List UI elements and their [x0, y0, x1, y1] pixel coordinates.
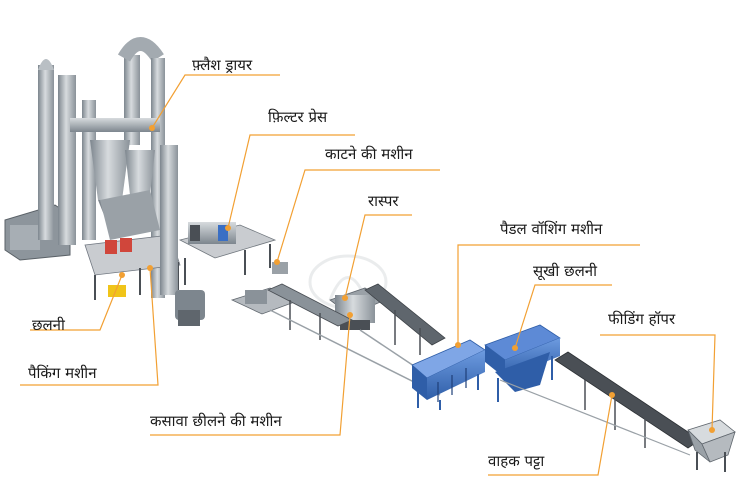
leader-rasper [344, 214, 412, 299]
leader-sieve [30, 274, 123, 331]
label-feeding-hopper: फीडिंग हॉपर [608, 310, 676, 328]
leader-paddle-washing [457, 244, 640, 345]
label-cassava-peeling-machine: कसावा छीलने की मशीन [150, 412, 282, 430]
dry-sieve-illustration [484, 324, 561, 402]
leader-cassava-peeling [150, 314, 351, 436]
leader-cutting-machine [276, 169, 440, 263]
label-dry-sieve: सूखी छलनी [533, 262, 597, 280]
label-cutting-machine: काटने की मशीन [325, 145, 413, 163]
leader-dry-sieve [514, 284, 612, 349]
label-filter-press: फ़िल्टर प्रेस [268, 108, 328, 126]
rasper-conveyor [364, 283, 446, 355]
leader-conveyor-belt [488, 394, 613, 476]
floor-rails [269, 309, 441, 396]
label-packing-machine: पैकिंग मशीन [28, 364, 97, 382]
label-paddle-washing-machine: पैडल वॉशिंग मशीन [500, 220, 603, 238]
label-flash-dryer: फ़्लैश ड्रायर [192, 56, 253, 74]
feeding-conveyor [499, 351, 701, 456]
leader-filter-press [227, 134, 355, 229]
leader-lines [20, 74, 716, 476]
leader-flash-dryer [151, 74, 280, 129]
leader-packing-machine [20, 267, 159, 386]
label-conveyor-belt: वाहक पट्टा [488, 452, 545, 470]
leader-feeding-hopper [600, 334, 716, 431]
filter-press-illustration [178, 222, 277, 285]
flash-dryer-illustration [4, 37, 205, 326]
paddle-washing-machine-illustration [411, 339, 486, 410]
label-sieve: छलनी [32, 316, 65, 334]
label-rasper: रास्पर [368, 192, 399, 210]
